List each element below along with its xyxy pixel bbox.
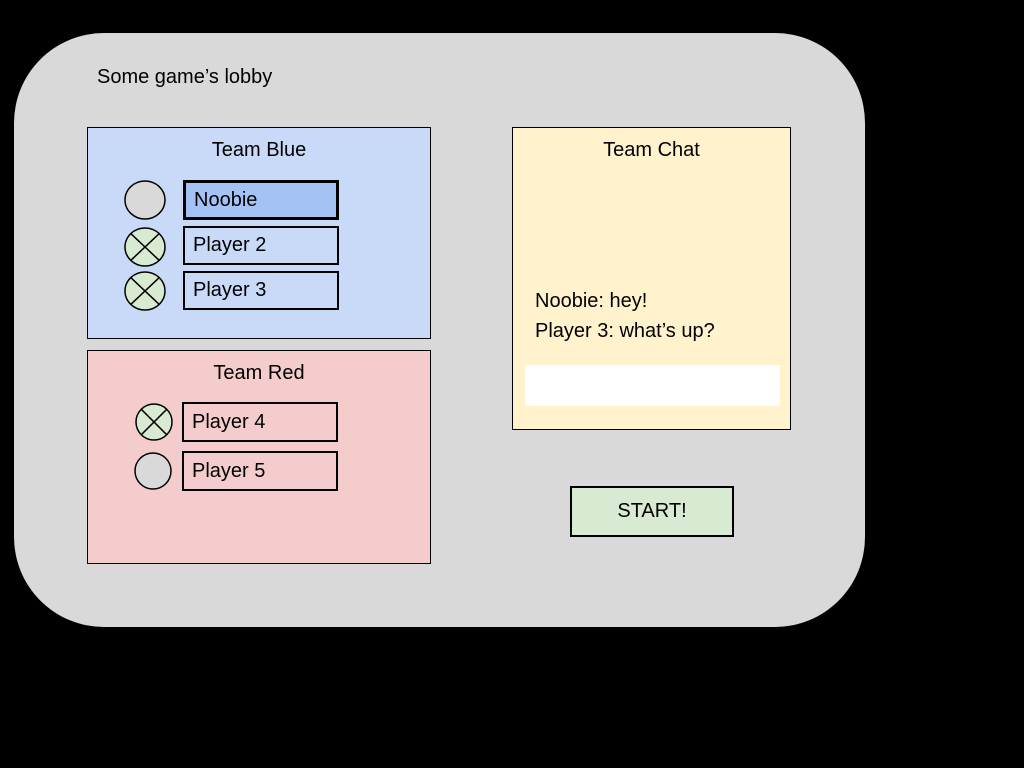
ready-icon <box>124 227 166 267</box>
ready-icon <box>135 403 173 441</box>
chat-message: Noobie: hey! <box>535 290 648 312</box>
player-slot-player-5[interactable]: Player 5 <box>182 451 338 491</box>
player-name: Player 2 <box>193 234 267 256</box>
team-red-panel: Team Red Player 4 Player 5 <box>87 350 431 564</box>
chat-input[interactable] <box>525 365 780 406</box>
chat-message-list: Noobie: hey! Player 3: what’s up? <box>535 286 715 346</box>
lobby-container: Some game’s lobby Team Blue Noobie Playe… <box>14 33 865 627</box>
team-blue-panel: Team Blue Noobie Player 2 <box>87 127 431 339</box>
player-name: Player 5 <box>192 459 266 482</box>
chat-message: Player 3: what’s up? <box>535 320 715 342</box>
not-ready-icon <box>124 180 166 220</box>
team-chat-panel: Team Chat Noobie: hey! Player 3: what’s … <box>512 127 791 430</box>
team-chat-title: Team Chat <box>603 139 700 161</box>
lobby-title: Some game’s lobby <box>97 66 273 88</box>
start-button[interactable]: START! <box>570 486 734 537</box>
player-name: Player 4 <box>192 410 266 433</box>
player-slot-player-2[interactable]: Player 2 <box>183 226 339 265</box>
player-slot-player-3[interactable]: Player 3 <box>183 271 339 310</box>
player-slot-noobie[interactable]: Noobie <box>183 180 339 220</box>
player-name: Noobie <box>194 188 258 211</box>
player-slot-player-4[interactable]: Player 4 <box>182 402 338 442</box>
team-blue-title: Team Blue <box>211 139 307 161</box>
not-ready-icon <box>134 452 172 490</box>
player-name: Player 3 <box>193 279 267 301</box>
team-red-title: Team Red <box>213 362 305 384</box>
ready-icon <box>124 271 166 311</box>
